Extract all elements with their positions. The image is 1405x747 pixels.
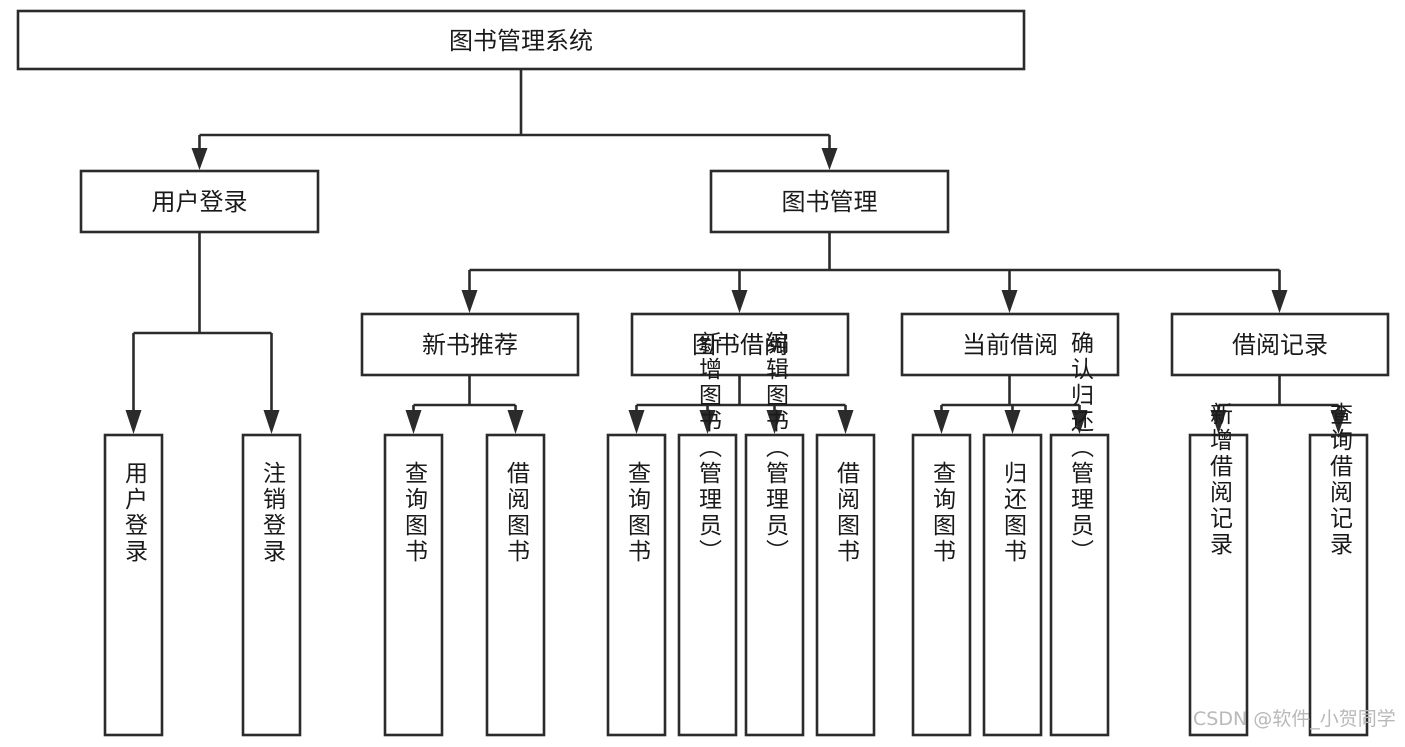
connector-group-book-management: [461, 232, 1288, 313]
node-leaf-query-book-3-box[interactable]: [911, 433, 972, 737]
node-leaf-add-record-box[interactable]: [1188, 433, 1249, 737]
connector-group-new-book-recommend: [405, 375, 524, 434]
arrow-head-icon: [1271, 290, 1288, 313]
arrow-head-icon: [731, 290, 748, 313]
node-user-login-label: 用户登录: [152, 188, 248, 216]
node-leaf-add-book-box[interactable]: [677, 433, 738, 737]
arrow-head-icon: [191, 148, 208, 170]
arrow-head-icon: [507, 410, 524, 434]
node-borrow-record-box[interactable]: [1170, 312, 1390, 377]
arrow-head-icon: [405, 410, 422, 434]
arrow-head-icon: [821, 148, 838, 170]
node-leaf-query-record-label: 查询借阅记录: [1326, 402, 1354, 558]
node-leaf-logout[interactable]: 注销登录: [241, 433, 302, 737]
node-leaf-add-book[interactable]: 新增图书（管理员）: [677, 331, 738, 737]
node-book-management[interactable]: 图书管理: [709, 169, 950, 234]
node-leaf-confirm-return[interactable]: 确认归还（管理员）: [1049, 331, 1110, 737]
node-leaf-query-record[interactable]: 查询借阅记录: [1308, 402, 1369, 737]
node-leaf-add-record[interactable]: 新增借阅记录: [1188, 402, 1249, 737]
node-leaf-borrow-book-1-label: 借阅图书: [503, 461, 531, 565]
node-leaf-return-book-label: 归还图书: [1000, 461, 1028, 565]
node-leaf-add-record-label: 新增借阅记录: [1206, 402, 1234, 558]
node-user-login-box[interactable]: [79, 169, 320, 234]
node-book-management-label: 图书管理: [782, 188, 878, 216]
connector-group-user-login: [125, 232, 280, 434]
node-leaf-borrow-book-1[interactable]: 借阅图书: [485, 433, 546, 737]
arrow-head-icon: [1071, 410, 1088, 434]
node-leaf-borrow-book-2-box[interactable]: [815, 433, 876, 737]
arrow-head-icon: [1330, 410, 1347, 434]
node-book-management-box[interactable]: [709, 169, 950, 234]
node-leaf-query-book-1-box[interactable]: [383, 433, 444, 737]
arrow-head-icon: [125, 410, 142, 434]
node-leaf-confirm-return-box[interactable]: [1049, 433, 1110, 737]
node-new-book-recommend[interactable]: 新书推荐: [360, 312, 580, 377]
connector-group-current-borrow: [933, 375, 1088, 434]
arrow-head-icon: [1210, 410, 1227, 434]
node-leaf-query-book-3[interactable]: 查询图书: [911, 433, 972, 737]
node-leaf-user-login[interactable]: 用户登录: [103, 433, 164, 737]
node-book-borrow-box[interactable]: [630, 312, 850, 377]
node-root[interactable]: 图书管理系统: [16, 9, 1026, 71]
node-leaf-return-book[interactable]: 归还图书: [982, 433, 1043, 737]
arrow-head-icon: [1004, 410, 1021, 434]
node-leaf-query-book-2-box[interactable]: [606, 433, 667, 737]
node-leaf-edit-book-box[interactable]: [744, 433, 805, 737]
node-leaf-logout-box[interactable]: [241, 433, 302, 737]
node-leaf-return-book-box[interactable]: [982, 433, 1043, 737]
node-root-box[interactable]: [16, 9, 1026, 71]
arrow-head-icon: [766, 410, 783, 434]
node-leaf-query-record-box[interactable]: [1308, 433, 1369, 737]
node-leaf-query-book-3-label: 查询图书: [929, 461, 957, 565]
node-leaf-borrow-book-2-label: 借阅图书: [833, 461, 861, 565]
node-current-borrow-box[interactable]: [900, 312, 1120, 377]
node-book-borrow-label: 图书借阅: [692, 331, 788, 359]
node-new-book-recommend-box[interactable]: [360, 312, 580, 377]
node-leaf-query-book-1-label: 查询图书: [401, 461, 429, 565]
node-leaf-logout-label: 注销登录: [259, 461, 287, 565]
node-leaf-edit-book-label: 编辑图书（管理员）: [762, 331, 790, 565]
node-leaf-confirm-return-label: 确认归还（管理员）: [1067, 331, 1095, 565]
node-leaf-edit-book[interactable]: 编辑图书（管理员）: [744, 331, 805, 737]
node-leaf-add-book-label: 新增图书（管理员）: [695, 331, 723, 565]
node-current-borrow[interactable]: 当前借阅: [900, 312, 1120, 377]
connector-group-borrow-record: [1210, 375, 1347, 434]
arrow-head-icon: [263, 410, 280, 434]
arrow-head-icon: [699, 410, 716, 434]
node-current-borrow-label: 当前借阅: [962, 331, 1058, 359]
node-new-book-recommend-label: 新书推荐: [422, 331, 518, 359]
node-leaf-borrow-book-1-box[interactable]: [485, 433, 546, 737]
arrow-head-icon: [628, 410, 645, 434]
node-book-borrow[interactable]: 图书借阅: [630, 312, 850, 377]
arrow-head-icon: [461, 290, 478, 313]
node-leaf-query-book-2[interactable]: 查询图书: [606, 433, 667, 737]
arrow-head-icon: [933, 410, 950, 434]
node-borrow-record[interactable]: 借阅记录: [1170, 312, 1390, 377]
node-leaf-user-login-label: 用户登录: [121, 461, 149, 565]
node-borrow-record-label: 借阅记录: [1232, 331, 1328, 359]
node-leaf-query-book-1[interactable]: 查询图书: [383, 433, 444, 737]
node-leaf-borrow-book-2[interactable]: 借阅图书: [815, 433, 876, 737]
connector-group-book-borrow: [628, 375, 854, 434]
node-user-login[interactable]: 用户登录: [79, 169, 320, 234]
arrow-head-icon: [837, 410, 854, 434]
arrow-head-icon: [1001, 290, 1018, 313]
connector-group-root: [191, 69, 838, 170]
node-leaf-query-book-2-label: 查询图书: [624, 461, 652, 565]
node-leaf-user-login-box[interactable]: [103, 433, 164, 737]
node-root-label: 图书管理系统: [449, 27, 593, 55]
